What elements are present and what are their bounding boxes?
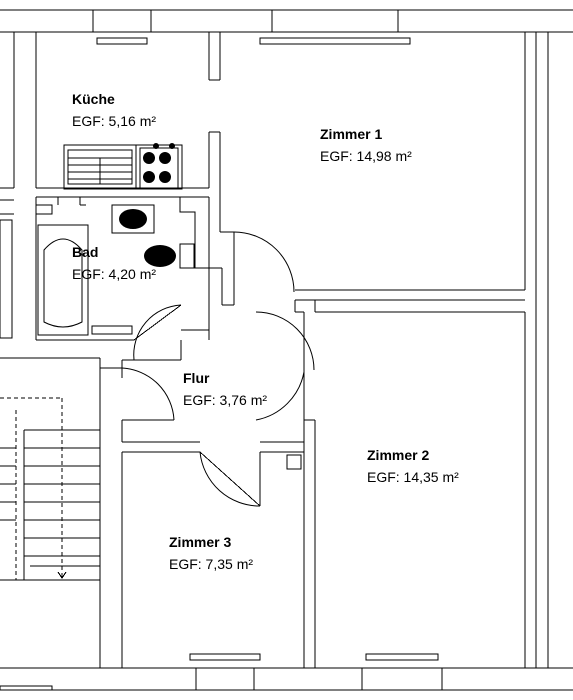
door-zimmer1 (233, 231, 295, 293)
room-name: Bad (72, 244, 99, 260)
bathtub-icon (37, 224, 89, 336)
room-label-zimmer2: Zimmer 2 EGF: 14,35 m² (367, 448, 459, 484)
left-exterior (0, 187, 101, 668)
room-area: EGF: 14,35 m² (367, 469, 459, 485)
room-label-zimmer3: Zimmer 3 EGF: 7,35 m² (169, 535, 253, 571)
room-name: Küche (72, 91, 115, 107)
bath-shelf (91, 325, 133, 335)
room-label-zimmer1: Zimmer 1 EGF: 14,98 m² (320, 127, 412, 163)
room-area: EGF: 5,16 m² (72, 113, 157, 129)
door-zimmer3 (199, 451, 261, 507)
window-zimmer1 (259, 9, 411, 45)
room-label-bad: Bad EGF: 4,20 m² (72, 245, 156, 281)
stairs (0, 397, 100, 581)
window-kueche (92, 9, 152, 45)
kitchen-counter (63, 144, 183, 190)
room-name: Zimmer 2 (367, 447, 430, 463)
room-name: Zimmer 3 (169, 534, 232, 550)
toilet-icon (144, 243, 195, 269)
room-name: Zimmer 1 (320, 126, 383, 142)
room-area: EGF: 7,35 m² (169, 556, 254, 572)
sink-icon (111, 204, 155, 234)
door-stairwell (100, 367, 175, 421)
room-label-kueche: Küche EGF: 5,16 m² (72, 92, 156, 128)
room-label-flur: Flur EGF: 3,76 m² (183, 371, 267, 407)
kitchen-partition-wall (208, 32, 221, 188)
door-bad (133, 304, 182, 361)
bottom-exterior-wall (0, 653, 573, 691)
stove-icon (139, 143, 179, 189)
zimmer1-walls (295, 31, 573, 668)
door-zimmer2-swing (255, 311, 315, 421)
flur-walls (100, 188, 526, 668)
room-name: Flur (183, 370, 210, 386)
room-area: EGF: 14,98 m² (320, 148, 412, 164)
room-area: EGF: 4,20 m² (72, 266, 157, 282)
door-zimmer2 (295, 311, 305, 420)
room-area: EGF: 3,76 m² (183, 392, 268, 408)
